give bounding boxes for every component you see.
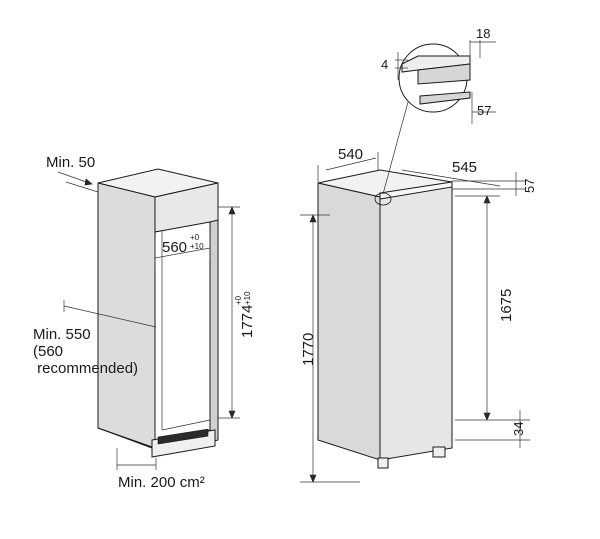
vent-grille bbox=[157, 428, 209, 445]
detail-c-label: 57 bbox=[477, 103, 492, 118]
appliance-depth-label: 545 bbox=[452, 159, 478, 176]
appliance-door-height-label: 1675 bbox=[498, 288, 515, 322]
niche-width-label: 560 bbox=[162, 239, 188, 256]
appliance-height-label: 1770 bbox=[300, 332, 317, 366]
appliance-body bbox=[317, 169, 453, 469]
appliance-width-label: 540 bbox=[338, 146, 364, 163]
niche-width-tolerance: +0 +10 bbox=[190, 233, 204, 251]
hinge-detail bbox=[382, 40, 496, 195]
niche-height-tolerance: +0 +10 bbox=[234, 291, 252, 305]
niche-dimensions bbox=[57, 171, 240, 470]
appliance-dimensions bbox=[300, 152, 530, 483]
appliance-depth-offset-label: 57 bbox=[522, 178, 537, 193]
detail-a-label: 18 bbox=[476, 26, 491, 41]
niche-cabinet bbox=[97, 168, 219, 458]
niche-height-label: 1774 bbox=[239, 304, 256, 338]
niche-top-gap-label: Min. 50 bbox=[46, 154, 96, 171]
vent-area-label: Min. 200 cm² bbox=[118, 474, 205, 491]
detail-b-label: 4 bbox=[381, 57, 389, 72]
appliance-base-offset-label: 34 bbox=[511, 421, 526, 436]
niche-depth-label: Min. 550 (560 recommended) bbox=[33, 326, 139, 377]
